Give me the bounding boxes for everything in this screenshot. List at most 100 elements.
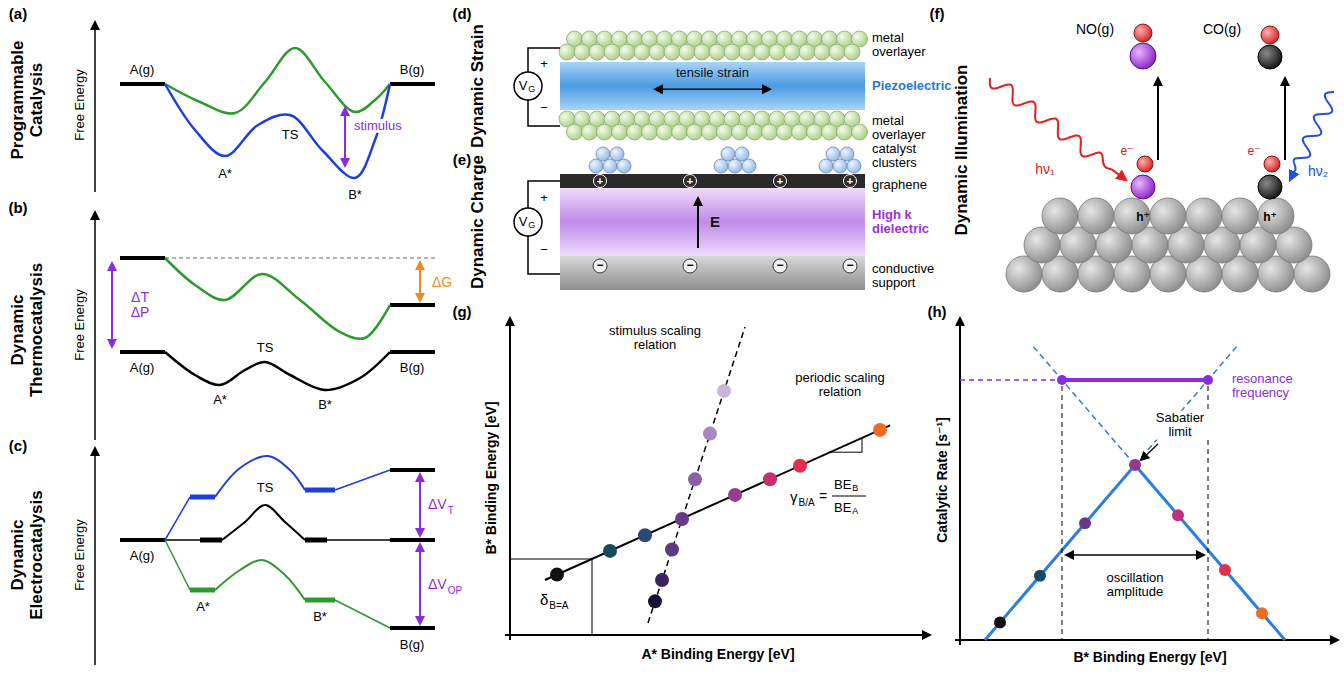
data-point (665, 543, 679, 557)
text-label: stimulus scaling relation (605, 324, 705, 353)
level (390, 350, 435, 354)
text-label: catalyst clusters (872, 142, 942, 171)
metal-atom (589, 44, 605, 60)
layer-name: Piezoelectric (872, 79, 952, 93)
line (165, 539, 200, 541)
subscript: G (528, 85, 535, 95)
text-label: BE (834, 501, 851, 515)
level (120, 538, 165, 542)
level (190, 495, 215, 500)
energy-curve (222, 505, 305, 540)
layer-name: High k dielectric (872, 208, 947, 237)
metal-atom (844, 44, 860, 60)
metal-atom (627, 124, 643, 140)
axis-title: Dynamic Strain (469, 24, 488, 148)
data-point (603, 544, 617, 558)
level (390, 538, 435, 542)
text-label: B* (313, 610, 327, 624)
text-label: (f) (930, 6, 945, 23)
level (390, 468, 435, 472)
data-point (1219, 564, 1231, 576)
data-point (873, 423, 887, 437)
axis (959, 318, 961, 645)
metal-atom (777, 124, 793, 140)
charge-circle (684, 175, 697, 188)
resonance-guide (960, 379, 1062, 381)
data-point (763, 472, 777, 486)
charge-circle (593, 259, 607, 273)
metal-atom (634, 44, 650, 60)
voltage-source (514, 72, 542, 100)
catalyst-atom (589, 159, 603, 173)
axis-title: Dynamic Thermocatalysis (9, 255, 46, 405)
data-point (1129, 459, 1141, 471)
energy-curve (165, 352, 390, 390)
text-label: B(g) (400, 63, 425, 77)
metal-atom (694, 44, 710, 60)
wire (528, 48, 560, 72)
catalyst-atom (596, 147, 610, 161)
field-arrow (697, 198, 699, 248)
text-label: h⁺ (1263, 211, 1277, 224)
text-label: = (819, 489, 827, 504)
volcano-extension (1032, 345, 1135, 465)
level (120, 256, 165, 260)
level (120, 350, 165, 354)
piezoelectric-layer: tensile strainPiezoelectric (560, 62, 865, 110)
energy-curve (165, 258, 390, 339)
text-label: A(g) (130, 63, 155, 77)
axis-title: Free Energy (73, 519, 87, 591)
charge-circle (683, 259, 697, 273)
text-label: B(g) (400, 361, 425, 375)
text-label: B* (348, 188, 362, 202)
data-point (1034, 570, 1046, 582)
volcano-extension (1135, 345, 1238, 465)
axis-title: Free Energy (73, 69, 87, 141)
text-label: + (540, 191, 548, 205)
metal-atom (664, 44, 680, 60)
electron (1137, 156, 1153, 172)
subscript: B/A (799, 497, 815, 508)
axis-title: Programmable Catalysis (9, 35, 46, 165)
metal-atom (582, 124, 598, 140)
amplitude-arrow (1066, 554, 1204, 556)
text-label: V (519, 79, 528, 93)
level (305, 598, 335, 603)
potential-arrow (419, 544, 421, 624)
adsorbate-atom (1131, 175, 1155, 199)
text-label: metal overlayer (872, 31, 942, 60)
text-label: ΔV (428, 577, 447, 592)
text-label: A* (196, 600, 210, 614)
data-point (703, 427, 717, 441)
metal-atom (567, 124, 583, 140)
metal-atom (814, 44, 830, 60)
data-point (793, 459, 807, 473)
resonance-line (1062, 378, 1208, 382)
text-label: NO(g) (1076, 22, 1114, 37)
level (190, 588, 215, 593)
periodic-scaling-line (545, 425, 890, 580)
text-label: A* Binding Energy [eV] (641, 647, 794, 662)
charge-circle (774, 175, 787, 188)
strain-arrow (655, 89, 770, 91)
text-label: conductive support (872, 262, 947, 291)
text-label: CO(g) (1203, 22, 1241, 37)
level (390, 303, 435, 307)
surface-atom (1078, 198, 1114, 234)
shift-arrow (111, 263, 113, 347)
axis-title: Dynamic Electrocatalysis (9, 480, 46, 630)
metal-atom (642, 124, 658, 140)
molecule-atom (1258, 45, 1282, 69)
text-label: δ (540, 592, 548, 609)
text-label: e⁻ (1247, 145, 1260, 158)
text-label: ΔV (428, 497, 447, 512)
text-label: ΔG (432, 275, 452, 290)
text-label: + (687, 175, 693, 187)
metal-atom (724, 44, 740, 60)
text-label: V (519, 215, 528, 229)
text-label: (h) (927, 304, 946, 321)
stimulus-scaling-line (648, 327, 745, 623)
text-label: + (777, 175, 783, 187)
text-label: B(g) (400, 638, 425, 652)
metal-atom (799, 44, 815, 60)
